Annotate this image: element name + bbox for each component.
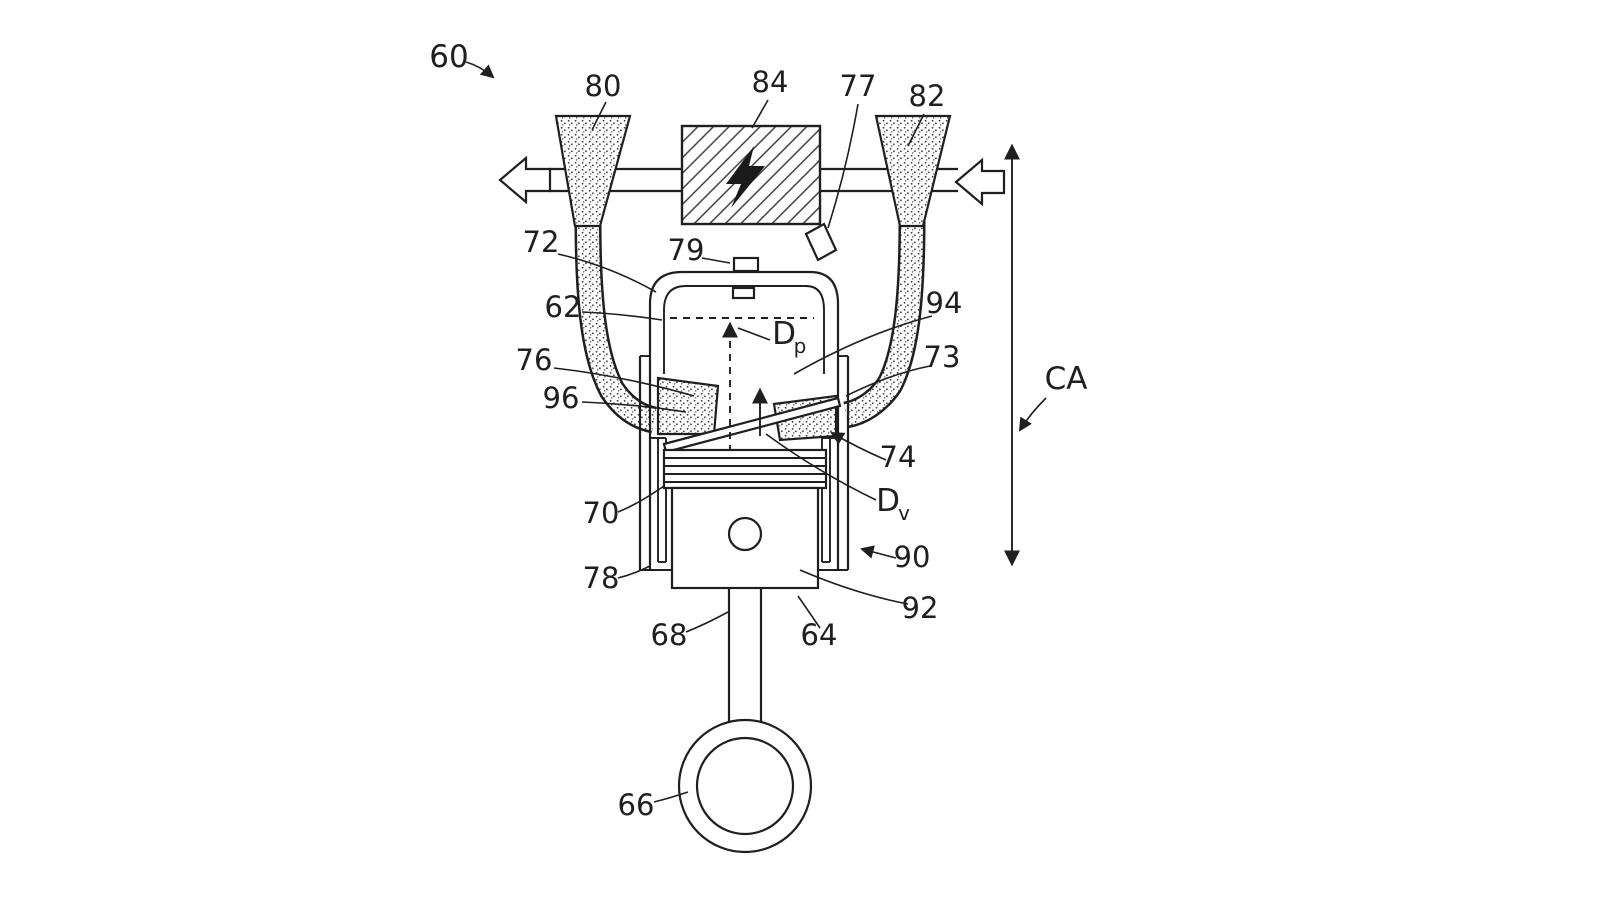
leader-77 xyxy=(827,103,859,229)
leader-72 xyxy=(557,253,657,293)
head-sensor xyxy=(732,256,760,273)
exhaust-duct xyxy=(574,219,658,434)
leader-94 xyxy=(793,315,933,375)
leader-84 xyxy=(751,99,769,129)
piston xyxy=(662,448,828,590)
leader-dp xyxy=(737,327,771,341)
label-76: 76 xyxy=(516,343,553,377)
exhaust-port-funnel xyxy=(554,114,632,228)
label-68: 68 xyxy=(651,618,688,652)
label-dv-sub: v xyxy=(898,501,910,525)
label-94: 94 xyxy=(926,286,963,320)
label-74: 74 xyxy=(880,440,917,474)
label-73: 73 xyxy=(924,340,961,374)
label-66: 66 xyxy=(618,788,655,822)
label-78: 78 xyxy=(583,561,620,595)
leader-62 xyxy=(581,311,663,321)
label-dp-main: D xyxy=(772,316,796,352)
valve-seat-left xyxy=(656,376,720,436)
leader-78 xyxy=(617,565,651,579)
leader-68 xyxy=(685,611,729,633)
label-ca: CA xyxy=(1045,361,1088,397)
leader-74 xyxy=(830,431,887,461)
label-84: 84 xyxy=(752,65,789,99)
leader-80 xyxy=(591,101,607,131)
leader-lines xyxy=(465,61,1047,803)
intake-duct xyxy=(842,219,926,429)
label-77: 77 xyxy=(840,69,877,103)
label-70: 70 xyxy=(583,496,620,530)
spark-plug xyxy=(804,222,838,262)
label-dp-sub: p xyxy=(794,334,807,358)
leader-92 xyxy=(799,569,909,605)
connecting-rod xyxy=(727,588,763,722)
leader-96 xyxy=(581,401,687,413)
leader-79 xyxy=(701,257,731,264)
leader-ca xyxy=(1018,397,1047,432)
leader-90 xyxy=(860,545,897,559)
label-96: 96 xyxy=(543,381,580,415)
labels: 60 80 84 77 82 72 79 62 94 76 73 96 74 7… xyxy=(429,39,1087,822)
leader-73 xyxy=(845,365,931,397)
leader-64 xyxy=(797,595,821,629)
label-80: 80 xyxy=(585,69,622,103)
label-82: 82 xyxy=(909,79,946,113)
wrist-pin xyxy=(727,516,763,552)
label-79: 79 xyxy=(668,233,705,267)
head-sensor-inner xyxy=(731,286,756,300)
cylinder-head xyxy=(648,256,840,374)
crank-journal xyxy=(677,718,813,854)
intake-port-funnel xyxy=(874,114,952,228)
lightning-bolt-icon xyxy=(726,146,765,208)
leader-66 xyxy=(653,791,689,803)
leader-76 xyxy=(553,367,695,397)
leader-82 xyxy=(907,113,925,147)
ignition-module xyxy=(680,124,822,226)
leader-70 xyxy=(617,485,665,513)
leader-60 xyxy=(465,61,495,79)
exhaust-flow-arrow-icon xyxy=(498,155,552,205)
label-62: 62 xyxy=(545,290,582,324)
label-60: 60 xyxy=(429,39,468,75)
leader-dv xyxy=(765,433,877,501)
label-92: 92 xyxy=(902,591,939,625)
label-90: 90 xyxy=(894,540,931,574)
label-dv-main: D xyxy=(876,483,900,519)
label-72: 72 xyxy=(523,225,560,259)
label-64: 64 xyxy=(801,618,838,652)
